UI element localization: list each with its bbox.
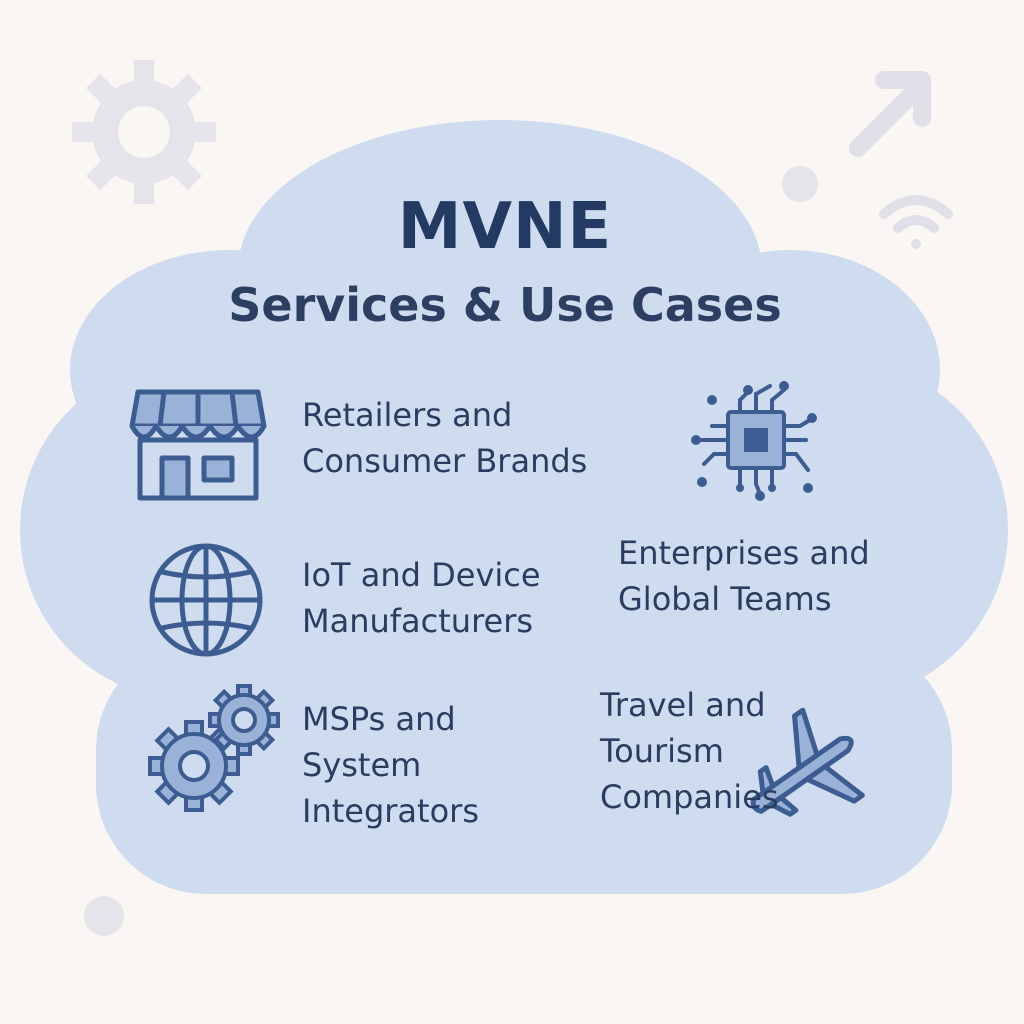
wifi-icon <box>879 195 953 249</box>
use-case-line: Global Teams <box>618 580 832 618</box>
dot-icon <box>84 896 124 936</box>
use-case-travel: Travel and Tourism Companies <box>600 682 779 820</box>
use-case-line: IoT and Device <box>302 556 541 594</box>
use-case-retailers: Retailers and Consumer Brands <box>302 392 587 484</box>
diagram-subtitle: Services & Use Cases <box>228 278 782 332</box>
use-case-msps: MSPs and System Integrators <box>302 696 479 834</box>
use-case-line: Manufacturers <box>302 602 534 640</box>
use-case-line: MSPs and <box>302 700 456 738</box>
use-case-line: System <box>302 746 422 784</box>
dot-icon <box>782 166 818 202</box>
use-case-line: Tourism <box>600 732 724 770</box>
globe-icon <box>149 543 263 657</box>
use-case-line: Travel and <box>600 686 766 724</box>
gear-icon <box>72 60 216 204</box>
use-case-iot: IoT and Device Manufacturers <box>302 552 541 644</box>
circuit-chip-icon <box>691 381 817 501</box>
use-case-line: Enterprises and <box>618 534 870 572</box>
use-case-enterprises: Enterprises and Global Teams <box>618 530 870 622</box>
use-case-line: Integrators <box>302 792 479 830</box>
storefront-icon <box>129 389 267 501</box>
diagram-title: MVNE <box>397 190 613 264</box>
use-case-line: Consumer Brands <box>302 442 588 480</box>
gears-icon <box>148 684 280 812</box>
arrow-up-right-icon <box>849 71 931 157</box>
airplane-icon <box>750 707 865 817</box>
use-case-line: Companies <box>600 778 779 816</box>
use-case-line: Retailers and <box>302 396 513 434</box>
